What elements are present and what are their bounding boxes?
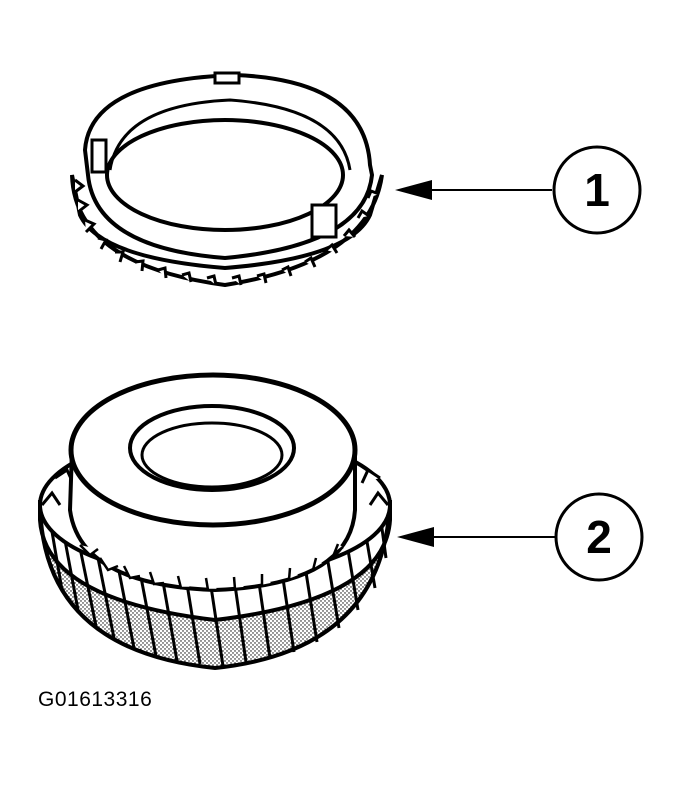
figure-id-label: G01613316 [38, 688, 153, 711]
gear-helical-teeth [48, 513, 388, 667]
callout-2-circle [554, 492, 644, 582]
gear-synchro-teeth [79, 543, 344, 592]
callout-1-arrowhead [395, 180, 432, 200]
callout-1: 1 [395, 145, 642, 235]
ring-notch-right [310, 203, 338, 239]
callout-2-arrowhead [397, 527, 434, 547]
gear-bore-inner [140, 421, 284, 489]
callout-2-number: 2 [586, 511, 612, 563]
ring-notch-top [213, 71, 241, 85]
ring-inner-lip [108, 98, 352, 171]
gear-top-teeth [40, 467, 390, 506]
callout-2: 2 [397, 492, 644, 582]
ring-teeth [74, 178, 380, 286]
ring-inner-opening [105, 118, 345, 232]
callout-1-circle [552, 145, 642, 235]
synchronizer-ring-illustration [70, 71, 384, 288]
helical-gear-illustration [38, 372, 392, 671]
callout-1-number: 1 [584, 164, 610, 216]
ring-notch-left [90, 138, 108, 174]
